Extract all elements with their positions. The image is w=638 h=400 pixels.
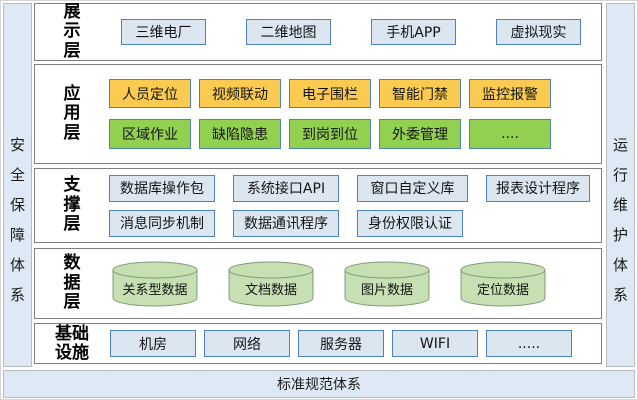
application-box-3: 智能门禁 bbox=[379, 79, 461, 108]
database-cylinder-icon bbox=[112, 261, 198, 306]
application-box-2: 到岗到位 bbox=[289, 119, 371, 149]
presentation-box-1: 二维地图 bbox=[246, 19, 331, 45]
layer-label-text: 基础设施 bbox=[54, 323, 89, 363]
presentation-box-2: 手机APP bbox=[371, 19, 456, 45]
database-cylinder-icon bbox=[344, 261, 430, 306]
layer-data-row-0: 关系型数据 文档数据 图片数据 定位数据 bbox=[109, 261, 593, 307]
layer-label-text: 数据层 bbox=[63, 253, 81, 313]
data-cylinder-1: 文档数据 bbox=[228, 261, 314, 307]
data-cylinder-3: 定位数据 bbox=[460, 261, 546, 307]
data-cylinder-0: 关系型数据 bbox=[112, 261, 198, 307]
infrastructure-box-4: ..... bbox=[486, 330, 572, 357]
layer-application-label: 应用层 bbox=[35, 65, 109, 163]
layer-data: 数据层 关系型数据 文档数据 图片数据 定位数据 bbox=[34, 248, 602, 319]
layer-application: 应用层人员定位视频联动电子围栏智能门禁监控报警区域作业缺陷隐患到岗到位外委管理.… bbox=[34, 64, 602, 164]
cylinder-label: 定位数据 bbox=[476, 282, 529, 298]
layers: 展示层 三维电厂 二维地图 手机APP 虚拟现实应用层 人员定位视频联动电子围栏智能门禁监… bbox=[34, 1, 602, 364]
support-box-0: 消息同步机制 bbox=[109, 209, 215, 237]
application-box-1: 视频联动 bbox=[199, 79, 281, 108]
layer-application-rows: 人员定位视频联动电子围栏智能门禁监控报警区域作业缺陷隐患到岗到位外委管理.... bbox=[109, 65, 601, 163]
footer-bar-label: 标准规范体系 bbox=[277, 377, 361, 393]
layer-data-rows: 关系型数据 文档数据 图片数据 定位数据 bbox=[109, 249, 601, 318]
application-box-0: 人员定位 bbox=[109, 79, 191, 108]
layer-support: 支撑层 数据库操作包系统接口API 窗口自定义库报表设计程序消息同步机制数据通讯程序… bbox=[34, 168, 602, 243]
layer-presentation-rows: 三维电厂 二维地图 手机APP 虚拟现实 bbox=[109, 4, 601, 60]
presentation-box-0: 三维电厂 bbox=[121, 19, 206, 45]
data-cylinder-2: 图片数据 bbox=[344, 261, 430, 307]
support-box-2: 窗口自定义库 bbox=[357, 174, 468, 202]
layer-infrastructure-rows: 机房网络服务器 WIFI..... bbox=[109, 324, 601, 363]
layer-presentation-label: 展示层 bbox=[35, 1, 109, 61]
layer-label-text: 展示层 bbox=[63, 1, 81, 61]
support-box-3: 报表设计程序 bbox=[486, 174, 590, 202]
application-box-4: .... bbox=[469, 119, 551, 149]
support-box-0: 数据库操作包 bbox=[109, 174, 215, 202]
support-box-2: 身份权限认证 bbox=[357, 209, 463, 237]
layer-infrastructure: 基础设施机房网络服务器 WIFI..... bbox=[34, 323, 602, 364]
layer-support-row-0: 数据库操作包系统接口API 窗口自定义库报表设计程序 bbox=[109, 174, 593, 202]
support-box-1: 系统接口API bbox=[233, 174, 339, 202]
left-system-bar: 安全保障体系 bbox=[3, 3, 32, 367]
left-system-bar-label: 安全保障体系 bbox=[9, 136, 25, 304]
layer-support-label: 支撑层 bbox=[35, 169, 109, 242]
support-box-1: 数据通讯程序 bbox=[233, 209, 339, 237]
cylinder-label: 图片数据 bbox=[360, 282, 413, 298]
application-box-1: 缺陷隐患 bbox=[199, 119, 281, 149]
layer-infrastructure-row-0: 机房网络服务器 WIFI..... bbox=[109, 330, 593, 357]
layer-support-rows: 数据库操作包系统接口API 窗口自定义库报表设计程序消息同步机制数据通讯程序身份权… bbox=[109, 169, 601, 242]
layer-presentation: 展示层 三维电厂 二维地图 手机APP 虚拟现实 bbox=[34, 1, 602, 61]
right-system-bar: 运行维护体系 bbox=[606, 3, 635, 367]
layer-label-text: 支撑层 bbox=[63, 175, 81, 235]
cylinder-label: 文档数据 bbox=[244, 282, 297, 298]
footer-bar: 标准规范体系 bbox=[3, 370, 635, 398]
cylinder-label: 关系型数据 bbox=[122, 282, 188, 298]
infrastructure-box-0: 机房 bbox=[110, 330, 196, 357]
layer-application-row-1: 区域作业缺陷隐患到岗到位外委管理.... bbox=[109, 119, 593, 149]
application-box-0: 区域作业 bbox=[109, 119, 191, 149]
application-box-3: 外委管理 bbox=[379, 119, 461, 149]
layer-application-row-0: 人员定位视频联动电子围栏智能门禁监控报警 bbox=[109, 79, 593, 108]
layer-data-label: 数据层 bbox=[35, 249, 109, 318]
layer-support-row-1: 消息同步机制数据通讯程序身份权限认证 bbox=[109, 209, 593, 237]
infrastructure-box-2: 服务器 bbox=[298, 330, 384, 357]
right-system-bar-label: 运行维护体系 bbox=[612, 136, 628, 304]
infrastructure-box-1: 网络 bbox=[204, 330, 290, 357]
database-cylinder-icon bbox=[228, 261, 314, 306]
layer-label-text: 应用层 bbox=[63, 83, 81, 143]
application-box-4: 监控报警 bbox=[469, 79, 551, 108]
application-box-2: 电子围栏 bbox=[289, 79, 371, 108]
presentation-box-3: 虚拟现实 bbox=[496, 19, 581, 45]
layer-presentation-row-0: 三维电厂 二维地图 手机APP 虚拟现实 bbox=[109, 19, 593, 45]
infrastructure-box-3: WIFI bbox=[392, 330, 478, 357]
layer-infrastructure-label: 基础设施 bbox=[35, 324, 109, 363]
database-cylinder-icon bbox=[460, 261, 546, 306]
